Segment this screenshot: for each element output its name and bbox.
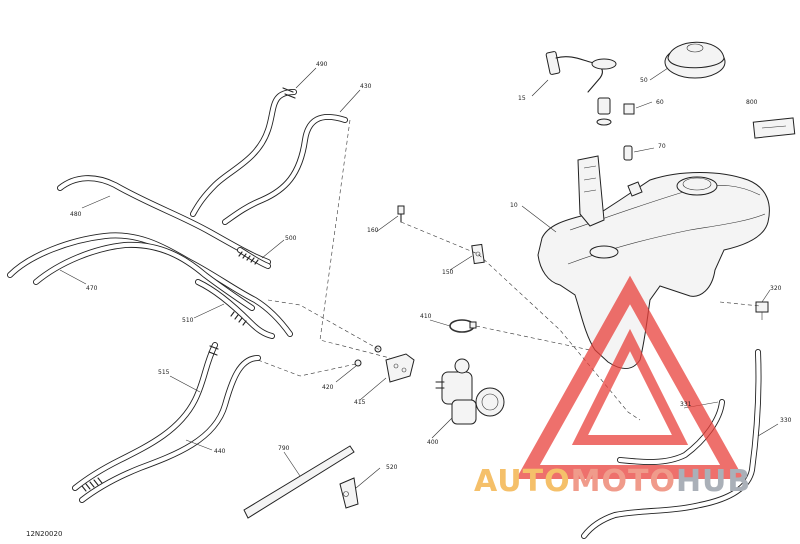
callout-60: 60 (656, 99, 664, 106)
watermark-brand-text: AUTOMOTOHUB (474, 464, 751, 499)
nut-60 (623, 103, 635, 115)
strip-790 (243, 445, 355, 519)
callout-510: 510 (182, 317, 194, 324)
callout-440: 440 (214, 448, 226, 455)
leader-lines (59, 67, 779, 489)
bolt-420 (354, 345, 382, 367)
callout-50: 50 (640, 77, 648, 84)
callout-790: 790 (278, 445, 290, 452)
callout-420: 420 (322, 384, 334, 391)
callout-400: 400 (427, 439, 439, 446)
hose-500 (237, 247, 271, 269)
callout-800: 800 (746, 99, 758, 106)
callout-500: 500 (285, 235, 297, 242)
callout-520: 520 (386, 464, 398, 471)
hose-515 (72, 342, 219, 491)
watermark-triangle-logo (516, 275, 744, 479)
callout-480: 480 (70, 211, 82, 218)
cap-50 (664, 41, 726, 79)
callout-410: 410 (420, 313, 432, 320)
callout-320: 320 (770, 285, 782, 292)
diagram-code: 12N20020 (26, 530, 63, 538)
callout-331: 331 (680, 401, 692, 408)
bracket-150 (471, 243, 485, 265)
hose-331 (617, 399, 725, 466)
hose-470 (7, 232, 293, 337)
clip-320 (755, 301, 769, 320)
bracket-415 (385, 353, 415, 383)
hose-510 (195, 279, 275, 339)
callout-labels: 490 430 480 500 470 510 160 150 410 420 … (70, 61, 792, 471)
pump-400 (435, 358, 505, 425)
callout-15: 15 (518, 95, 526, 102)
plug-70 (623, 145, 633, 161)
hose-430 (222, 113, 348, 225)
reservoir-tank-10 (537, 155, 770, 369)
callout-515: 515 (158, 369, 170, 376)
watermark-moto: MOTO (570, 464, 676, 499)
hose-440 (79, 355, 261, 503)
callout-415: 415 (354, 399, 366, 406)
clamp-410 (449, 319, 477, 333)
callout-70: 70 (658, 143, 666, 150)
callout-470: 470 (86, 285, 98, 292)
grommet-15b (596, 97, 612, 126)
callout-10: 10 (510, 202, 518, 209)
callout-490: 490 (316, 61, 328, 68)
hose-330 (581, 349, 762, 539)
callout-430: 430 (360, 83, 372, 90)
bolt-160 (397, 205, 405, 223)
callout-160: 160 (367, 227, 379, 234)
callout-330: 330 (780, 417, 792, 424)
watermark-hub: HUB (675, 464, 752, 499)
dashed-assembly-lines (257, 119, 761, 421)
sensor-15 (545, 51, 617, 93)
callout-150: 150 (442, 269, 454, 276)
watermark-auto: AUTO (474, 464, 571, 499)
decal-800 (752, 117, 796, 139)
hose-490 (190, 87, 297, 217)
bracket-520 (339, 477, 359, 509)
